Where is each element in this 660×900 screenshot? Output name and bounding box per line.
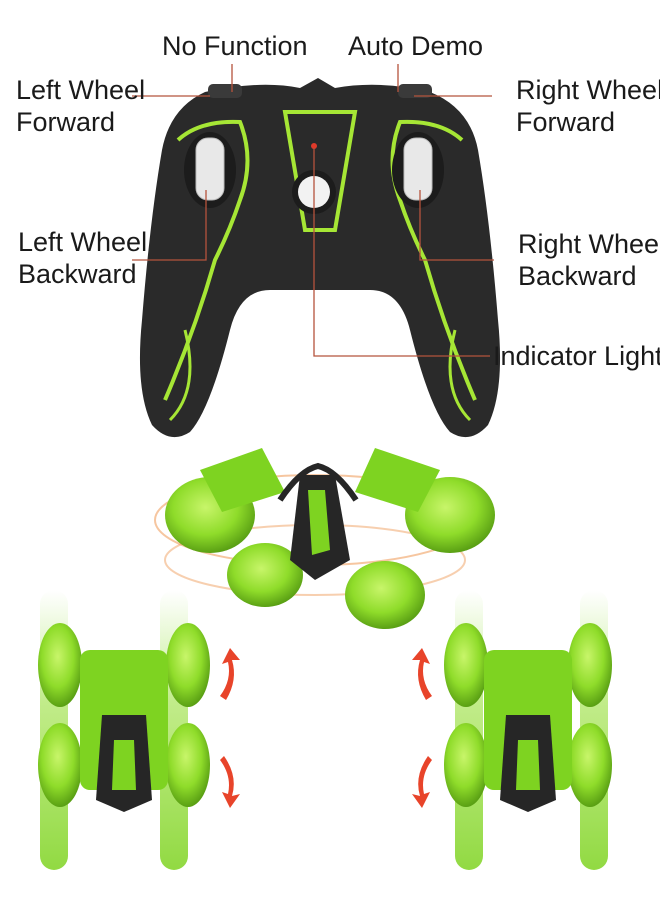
stunt-car-driving-right xyxy=(444,590,612,870)
direction-arrows xyxy=(220,648,432,808)
label-left-wheel-forward: Left Wheel Forward xyxy=(16,75,146,137)
label-left-wheel-backward: Left Wheel Backward xyxy=(18,227,148,289)
stunt-car-driving-left xyxy=(38,590,210,870)
remote-controller xyxy=(139,78,501,438)
label-right-wheel-forward: Right Wheel Forward xyxy=(516,75,660,137)
label-auto-demo: Auto Demo xyxy=(348,31,484,61)
stunt-car-spinning xyxy=(154,448,495,629)
label-right-wheel-backward: Right Wheel Backward xyxy=(518,229,660,291)
label-indicator-light: Indicator Light xyxy=(493,341,660,371)
label-no-function: No Function xyxy=(162,31,308,61)
leader-lines xyxy=(132,64,494,357)
